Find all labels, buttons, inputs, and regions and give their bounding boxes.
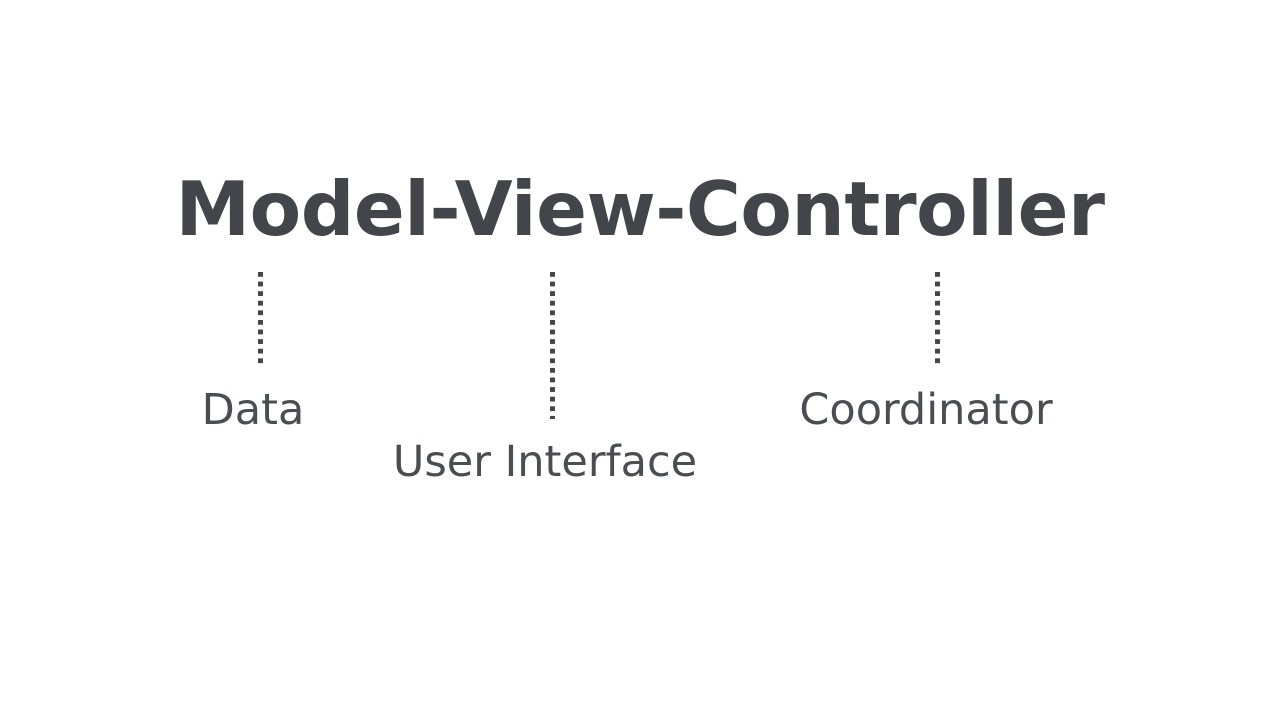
label-view-explanation: User Interface <box>392 437 698 487</box>
label-controller-explanation: Coordinator <box>799 385 1053 435</box>
dotted-connector-controller <box>935 272 940 366</box>
dotted-connector-view <box>550 272 555 419</box>
dotted-connector-model <box>258 272 263 366</box>
label-model-explanation: Data <box>201 385 305 435</box>
page-title: Model-View-Controller <box>175 165 1105 253</box>
